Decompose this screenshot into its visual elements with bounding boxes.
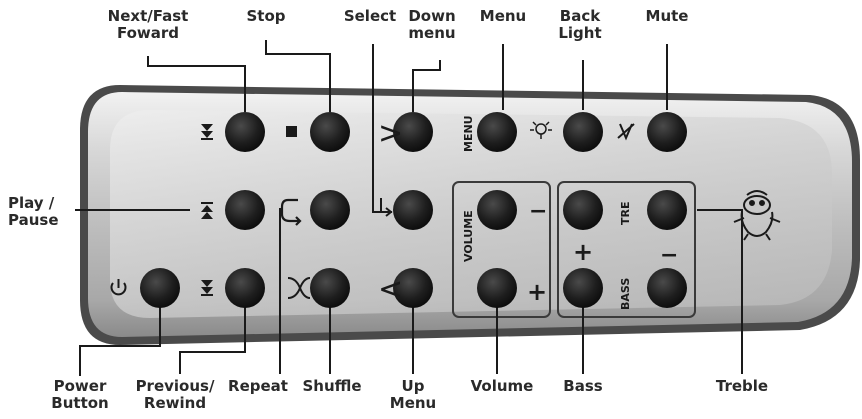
mute-button[interactable] [647, 112, 687, 152]
volume-panel [452, 181, 551, 318]
lightbulb-icon [530, 121, 552, 139]
next-button[interactable] [225, 112, 265, 152]
row-2 [225, 190, 687, 230]
volume-panel-text: VOLUME [462, 210, 475, 262]
up-menu-symbol: < [378, 272, 403, 307]
row-1 [225, 112, 687, 152]
leader-next [147, 56, 246, 112]
mascot-logo [733, 190, 781, 241]
tone-panel [557, 181, 696, 318]
menu-button[interactable] [477, 112, 517, 152]
leader-stop [265, 40, 331, 112]
row-3 [140, 268, 687, 308]
repeat-icon [280, 198, 302, 226]
shuffle-button[interactable] [310, 268, 350, 308]
bass-down-button[interactable] [563, 268, 603, 308]
treble-up-button[interactable] [647, 190, 687, 230]
label-play-pause: Play /Pause [8, 194, 59, 229]
bass-plus-symbol: + [573, 238, 593, 266]
remote-face [110, 110, 832, 318]
volume-plus-symbol: + [527, 278, 547, 306]
volume-up-button[interactable] [477, 268, 517, 308]
select-icon [380, 198, 393, 217]
shuffle-icon [287, 277, 311, 299]
label-previous: Previous/Rewind [135, 377, 215, 412]
leader-previous [179, 300, 246, 374]
leader-down-menu [412, 60, 441, 112]
play-pause-button[interactable] [225, 190, 265, 230]
back-light-button[interactable] [563, 112, 603, 152]
up-menu-button[interactable] [393, 268, 433, 308]
label-shuffle: Shuffle [302, 377, 362, 395]
repeat-button[interactable] [310, 190, 350, 230]
volume-down-button[interactable] [477, 190, 517, 230]
label-bass: Bass [563, 377, 603, 395]
leader-power [79, 300, 161, 376]
next-icon [201, 124, 213, 140]
power-icon [110, 279, 127, 296]
previous-button[interactable] [225, 268, 265, 308]
stop-button[interactable] [310, 112, 350, 152]
label-stop: Stop [246, 7, 286, 25]
treble-down-button[interactable] [647, 268, 687, 308]
tre-panel-text: TRE [619, 202, 632, 226]
play-pause-icon [201, 202, 213, 219]
bass-up-button[interactable] [563, 190, 603, 230]
down-menu-symbol: > [378, 116, 403, 151]
label-menu: Menu [479, 7, 527, 25]
bass-panel-text: BASS [619, 278, 632, 310]
leader-treble [697, 209, 743, 374]
leader-lines [75, 40, 743, 376]
mute-icon [617, 123, 635, 141]
treble-minus-symbol: − [660, 243, 678, 268]
label-select: Select [343, 7, 397, 25]
select-button[interactable] [393, 190, 433, 230]
previous-icon [201, 280, 213, 296]
label-treble: Treble [715, 377, 769, 395]
menu-panel-text: MENU [462, 115, 475, 152]
label-repeat: Repeat [228, 377, 288, 395]
stop-icon [286, 126, 297, 137]
down-menu-button[interactable] [393, 112, 433, 152]
power-button[interactable] [140, 268, 180, 308]
label-volume: Volume [470, 377, 534, 395]
label-mute: Mute [645, 7, 689, 25]
volume-minus-symbol: − [529, 199, 547, 224]
